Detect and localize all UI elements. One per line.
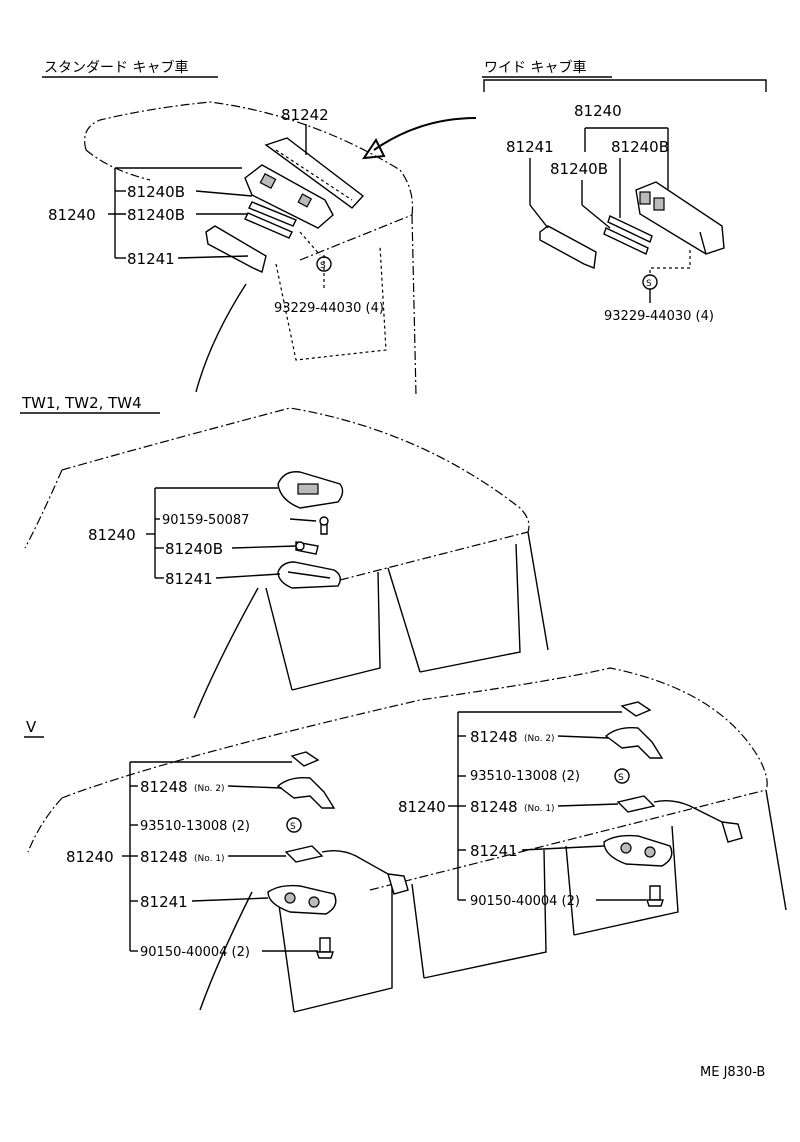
label-81240: 81240 <box>398 798 446 816</box>
bulb-81240b <box>603 227 649 255</box>
svg-text:S: S <box>320 261 326 271</box>
label-81240: 81240 <box>48 206 96 224</box>
label-81240: 81240 <box>66 848 114 866</box>
pad <box>620 701 652 717</box>
pad <box>290 751 320 767</box>
label-81240: 81240 <box>88 526 136 544</box>
s-symbol-icon: S <box>286 817 302 833</box>
label-81240b: 81240B <box>165 540 223 558</box>
lamp-lens-81242 <box>264 137 365 209</box>
label-81240b: 81240B <box>550 160 608 178</box>
bolt-icon <box>319 937 331 953</box>
bracket-81248-no1 <box>616 795 656 813</box>
standard-cab-roof <box>84 101 417 396</box>
connector <box>721 821 743 843</box>
v-right-parts <box>603 701 743 907</box>
tw-cab-roof <box>24 407 549 719</box>
lens-81241 <box>603 834 673 867</box>
header-standard-cab: スタンダード キャブ車 <box>44 59 188 76</box>
label-81242: 81242 <box>281 106 329 124</box>
label-screw-93229: 93229-44030 (4) <box>604 309 714 324</box>
v-cab-roof <box>27 667 787 1013</box>
label-81248: 81248 <box>470 728 518 746</box>
bulb-81240b <box>607 215 653 243</box>
label-81241: 81241 <box>470 842 518 860</box>
header-tw-models: TW1, TW2, TW4 <box>21 394 142 412</box>
bulb-81240b <box>244 212 293 239</box>
bracket-81248-no2 <box>276 776 336 809</box>
arrow-indicator <box>373 117 477 151</box>
label-81241: 81241 <box>506 138 554 156</box>
label-81248: 81248 <box>140 778 188 796</box>
label-screw-93229: 93229-44030 (4) <box>274 301 384 316</box>
label-no1: (No. 1) <box>524 804 555 814</box>
label-81241: 81241 <box>140 893 188 911</box>
label-no1: (No. 1) <box>194 854 225 864</box>
label-bolt-90150: 90150-40004 (2) <box>470 894 580 909</box>
arrow-head <box>361 138 386 160</box>
svg-text:S: S <box>618 773 624 783</box>
lens-81241 <box>205 225 267 273</box>
label-81240b: 81240B <box>127 206 185 224</box>
label-clip-93510: 93510-13008 (2) <box>140 819 250 834</box>
label-81240b: 81240B <box>127 183 185 201</box>
s-symbol-icon: S <box>316 256 332 272</box>
wide-cab-frame <box>483 79 767 92</box>
label-81241: 81241 <box>127 250 175 268</box>
v-right-callouts <box>448 711 646 901</box>
s-symbol-icon: S <box>614 768 630 784</box>
label-no2: (No. 2) <box>524 734 555 744</box>
label-81248: 81248 <box>470 798 518 816</box>
label-clip-93510: 93510-13008 (2) <box>470 769 580 784</box>
label-81241: 81241 <box>165 570 213 588</box>
header-wide-cab: ワイド キャブ車 <box>484 59 586 76</box>
connector <box>387 873 409 895</box>
tw-lamp-parts <box>277 471 344 589</box>
bulb-81240b <box>248 201 297 227</box>
lens-81241 <box>267 884 337 915</box>
label-81248: 81248 <box>140 848 188 866</box>
bracket-81248-no1 <box>284 845 324 863</box>
bolt-icon <box>649 885 661 901</box>
label-screw-90159: 90159-50087 <box>162 513 249 528</box>
s-symbol-icon: S <box>642 274 658 303</box>
v-left-callouts <box>122 761 318 952</box>
header-v-model: V <box>26 718 37 736</box>
bracket-81248-no2 <box>604 726 664 759</box>
tw-callouts <box>146 487 317 579</box>
svg-text:S: S <box>290 822 296 832</box>
label-81240b: 81240B <box>611 138 669 156</box>
label-bolt-90150: 90150-40004 (2) <box>140 945 250 960</box>
label-no2: (No. 2) <box>194 784 225 794</box>
v-left-parts <box>267 751 409 959</box>
standard-cab-callouts <box>108 124 325 290</box>
standard-cab-lamp <box>205 137 365 273</box>
lens-81241 <box>539 225 597 269</box>
svg-text:S: S <box>646 279 652 289</box>
drawing-code: ME J830-B <box>700 1065 765 1080</box>
wide-cab-parts <box>539 181 725 276</box>
wide-cab-callouts <box>529 127 669 229</box>
label-81240: 81240 <box>574 102 622 120</box>
